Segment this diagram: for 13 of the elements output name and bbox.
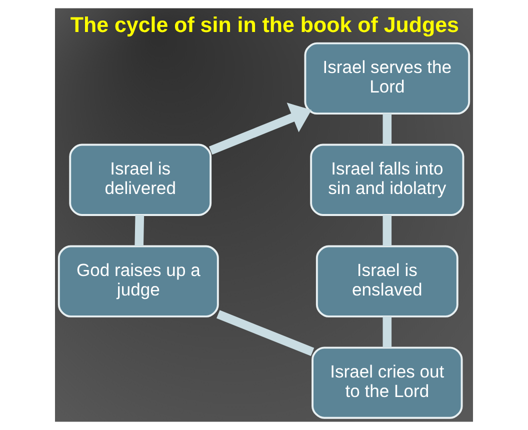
node-box: Israel is enslaved [316,245,458,318]
node-box: Israel cries out to the Lord [312,346,463,419]
diagram-title: The cycle of sin in the book of Judges [70,13,459,38]
node-box: Israel falls into sin and idolatry [310,144,464,216]
connector [382,316,392,348]
node-box: Israel is delivered [69,144,212,216]
node-box: Israel serves the Lord [304,42,470,115]
node-box: God raises up a judge [58,245,219,318]
connector [216,310,314,356]
arrow [208,102,312,155]
connector [382,215,392,246]
connector [134,215,144,246]
connector [382,114,392,145]
